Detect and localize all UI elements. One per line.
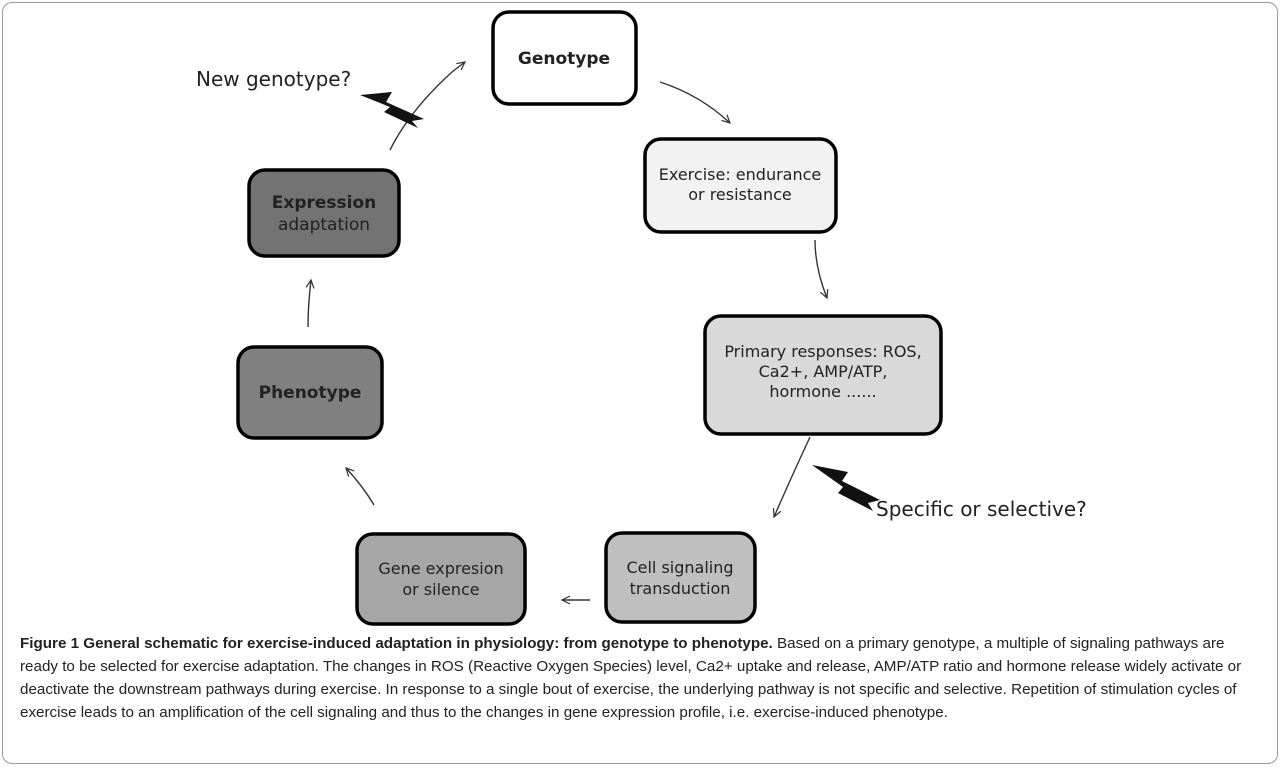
node-primary-responses: Primary responses: ROS, Ca2+, AMP/ATP, h…	[703, 314, 943, 436]
node-primary-line1: Primary responses: ROS,	[724, 342, 921, 361]
caption-body: Based on a primary genotype, a multiple …	[20, 635, 1242, 721]
node-genotype-label: Genotype	[518, 49, 610, 69]
node-primary-line3: hormone ......	[769, 382, 876, 401]
node-expression-line1: Expression	[272, 193, 377, 213]
exercise-adaptation-diagram: Genotype Exercise: endurance or resistan…	[196, 10, 1087, 626]
arrow-exercise-to-primary	[814, 239, 827, 298]
node-gene-expression: Gene expresion or silence	[355, 532, 527, 626]
node-phenotype-label: Phenotype	[259, 383, 362, 403]
arrow-expression-to-genotype	[389, 62, 465, 151]
annotation-new-genotype: New genotype?	[196, 67, 351, 91]
node-genotype: Genotype	[491, 10, 638, 106]
lightning-icon-bottom	[812, 465, 880, 511]
node-gene-expression-line2: or silence	[402, 580, 479, 599]
node-exercise: Exercise: endurance or resistance	[643, 137, 838, 234]
node-exercise-line2: or resistance	[688, 185, 792, 204]
node-phenotype: Phenotype	[236, 345, 384, 440]
node-expression-adaptation: Expression adaptation	[247, 168, 401, 258]
annotation-specific-selective: Specific or selective?	[876, 497, 1087, 521]
figure-caption: Figure 1 General schematic for exercise-…	[20, 632, 1266, 724]
node-expression-line2: adaptation	[278, 215, 370, 235]
caption-title: Figure 1 General schematic for exercise-…	[20, 635, 773, 652]
lightning-icon-top	[360, 92, 424, 128]
arrow-phenotype-to-expression	[308, 280, 311, 328]
node-cell-signaling: Cell signaling transduction	[604, 531, 757, 624]
node-exercise-line1: Exercise: endurance	[659, 165, 822, 184]
arrow-genotype-to-exercise	[659, 81, 730, 123]
node-gene-expression-line1: Gene expresion	[378, 559, 503, 578]
node-cell-signaling-line2: transduction	[630, 579, 731, 598]
arrow-primary-to-cellsig	[774, 436, 811, 517]
node-primary-line2: Ca2+, AMP/ATP,	[759, 362, 888, 381]
arrow-gene-to-phenotype	[346, 468, 375, 506]
node-cell-signaling-line1: Cell signaling	[626, 558, 733, 577]
